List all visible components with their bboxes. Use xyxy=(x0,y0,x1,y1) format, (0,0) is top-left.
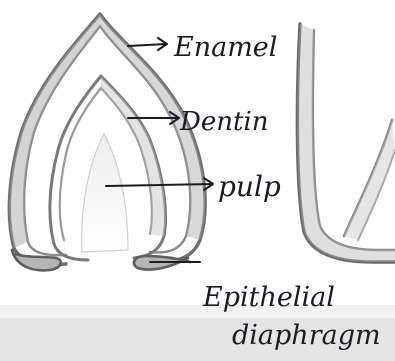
pulp-region xyxy=(82,134,128,252)
label-dentin: Dentin xyxy=(179,107,269,137)
label-diaphragm: diaphragm xyxy=(232,320,381,351)
label-epithelial: Epithelial xyxy=(202,282,335,313)
right-germ-fill xyxy=(344,120,395,240)
label-enamel: Enamel xyxy=(173,32,277,63)
label-pulp: pulp xyxy=(218,170,281,203)
bottom-band-fade xyxy=(0,305,395,320)
enamel-pointer xyxy=(128,38,167,50)
right-germ-shading xyxy=(297,24,395,262)
tooth-germ-right-partial xyxy=(297,24,395,262)
